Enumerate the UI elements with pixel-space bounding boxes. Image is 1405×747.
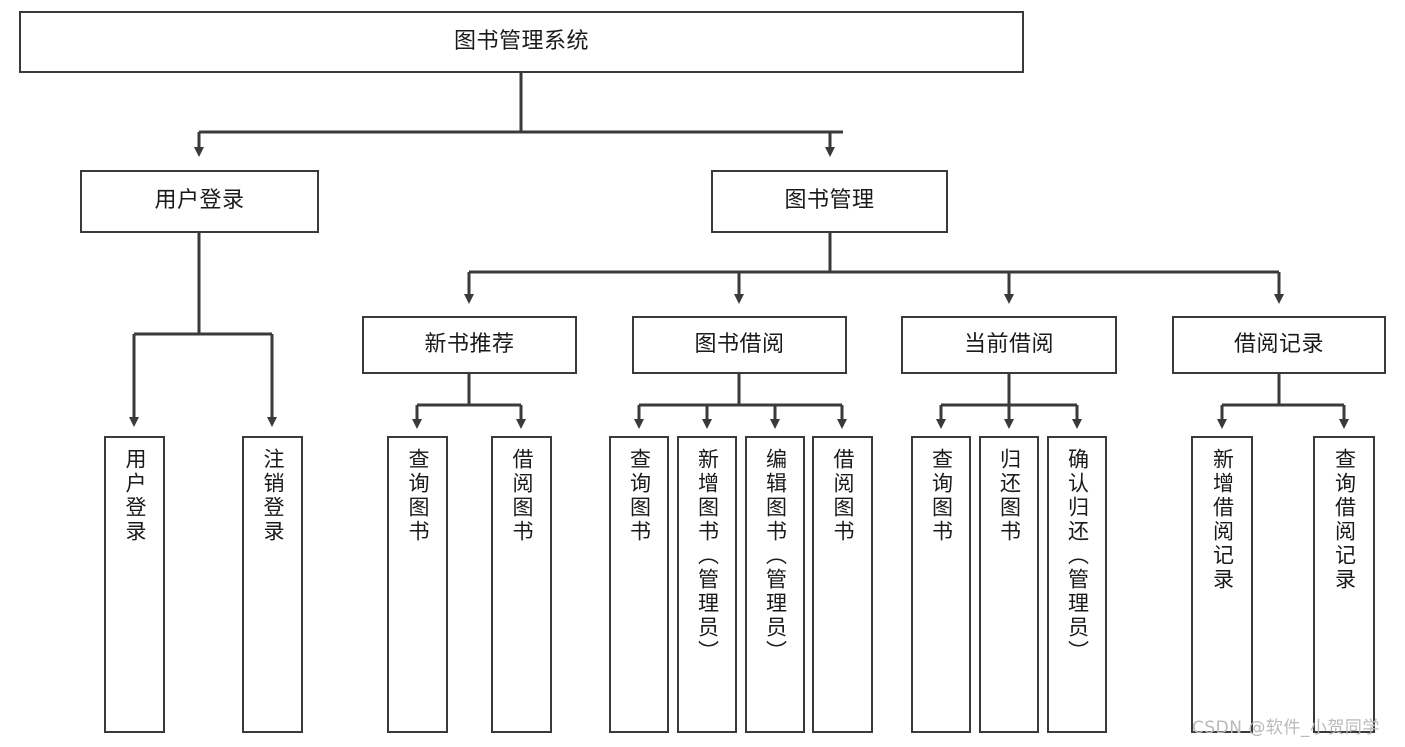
node-current-borrow[interactable]: 当前借阅	[901, 316, 1117, 374]
node-borrow-record[interactable]: 借阅记录	[1172, 316, 1386, 374]
leaf-confirm-return[interactable]: 确认归还（管理员）	[1047, 436, 1107, 733]
leaf-logout-login[interactable]: 注销登录	[242, 436, 303, 733]
leaf-query-borrow-record-label: 查询借阅记录	[1332, 448, 1357, 592]
node-root-label: 图书管理系统	[453, 28, 589, 54]
node-new-book-recommend-label: 新书推荐	[424, 331, 515, 357]
leaf-logout-login-label: 注销登录	[261, 448, 285, 544]
leaf-query-book-recommend[interactable]: 查询图书	[387, 436, 448, 733]
leaf-query-book-current[interactable]: 查询图书	[911, 436, 971, 733]
leaf-query-book-borrow[interactable]: 查询图书	[609, 436, 669, 733]
node-current-borrow-label: 当前借阅	[963, 331, 1054, 357]
leaf-add-book-label: 新增图书（管理员）	[695, 448, 720, 664]
node-new-book-recommend[interactable]: 新书推荐	[362, 316, 577, 374]
leaf-borrow-book[interactable]: 借阅图书	[812, 436, 873, 733]
node-root-book-management-system[interactable]: 图书管理系统	[19, 11, 1024, 73]
leaf-borrow-book-recommend-label: 借阅图书	[510, 448, 534, 544]
leaf-user-login[interactable]: 用户登录	[104, 436, 165, 733]
leaf-add-book[interactable]: 新增图书（管理员）	[677, 436, 737, 733]
leaf-add-borrow-record-label: 新增借阅记录	[1210, 448, 1235, 592]
node-user-login-label: 用户登录	[154, 188, 245, 214]
leaf-edit-book-label: 编辑图书（管理员）	[763, 448, 788, 664]
leaf-query-borrow-record[interactable]: 查询借阅记录	[1313, 436, 1375, 733]
leaf-add-borrow-record[interactable]: 新增借阅记录	[1191, 436, 1253, 733]
leaf-return-book-label: 归还图书	[997, 448, 1022, 544]
leaf-query-book-current-label: 查询图书	[929, 448, 954, 544]
node-book-management[interactable]: 图书管理	[711, 170, 948, 233]
node-book-borrow-label: 图书借阅	[694, 331, 785, 357]
leaf-user-login-label: 用户登录	[123, 448, 147, 544]
leaf-edit-book[interactable]: 编辑图书（管理员）	[745, 436, 805, 733]
leaf-confirm-return-label: 确认归还（管理员）	[1065, 448, 1090, 664]
leaf-return-book[interactable]: 归还图书	[979, 436, 1039, 733]
leaf-borrow-book-label: 借阅图书	[831, 448, 855, 544]
watermark: CSDN @软件_小贺同学	[1192, 718, 1380, 738]
node-user-login[interactable]: 用户登录	[80, 170, 319, 233]
leaf-query-book-recommend-label: 查询图书	[406, 448, 430, 544]
node-book-management-label: 图书管理	[784, 188, 875, 214]
leaf-borrow-book-recommend[interactable]: 借阅图书	[491, 436, 552, 733]
node-book-borrow[interactable]: 图书借阅	[632, 316, 847, 374]
node-borrow-record-label: 借阅记录	[1233, 331, 1324, 357]
leaf-query-book-borrow-label: 查询图书	[627, 448, 652, 544]
